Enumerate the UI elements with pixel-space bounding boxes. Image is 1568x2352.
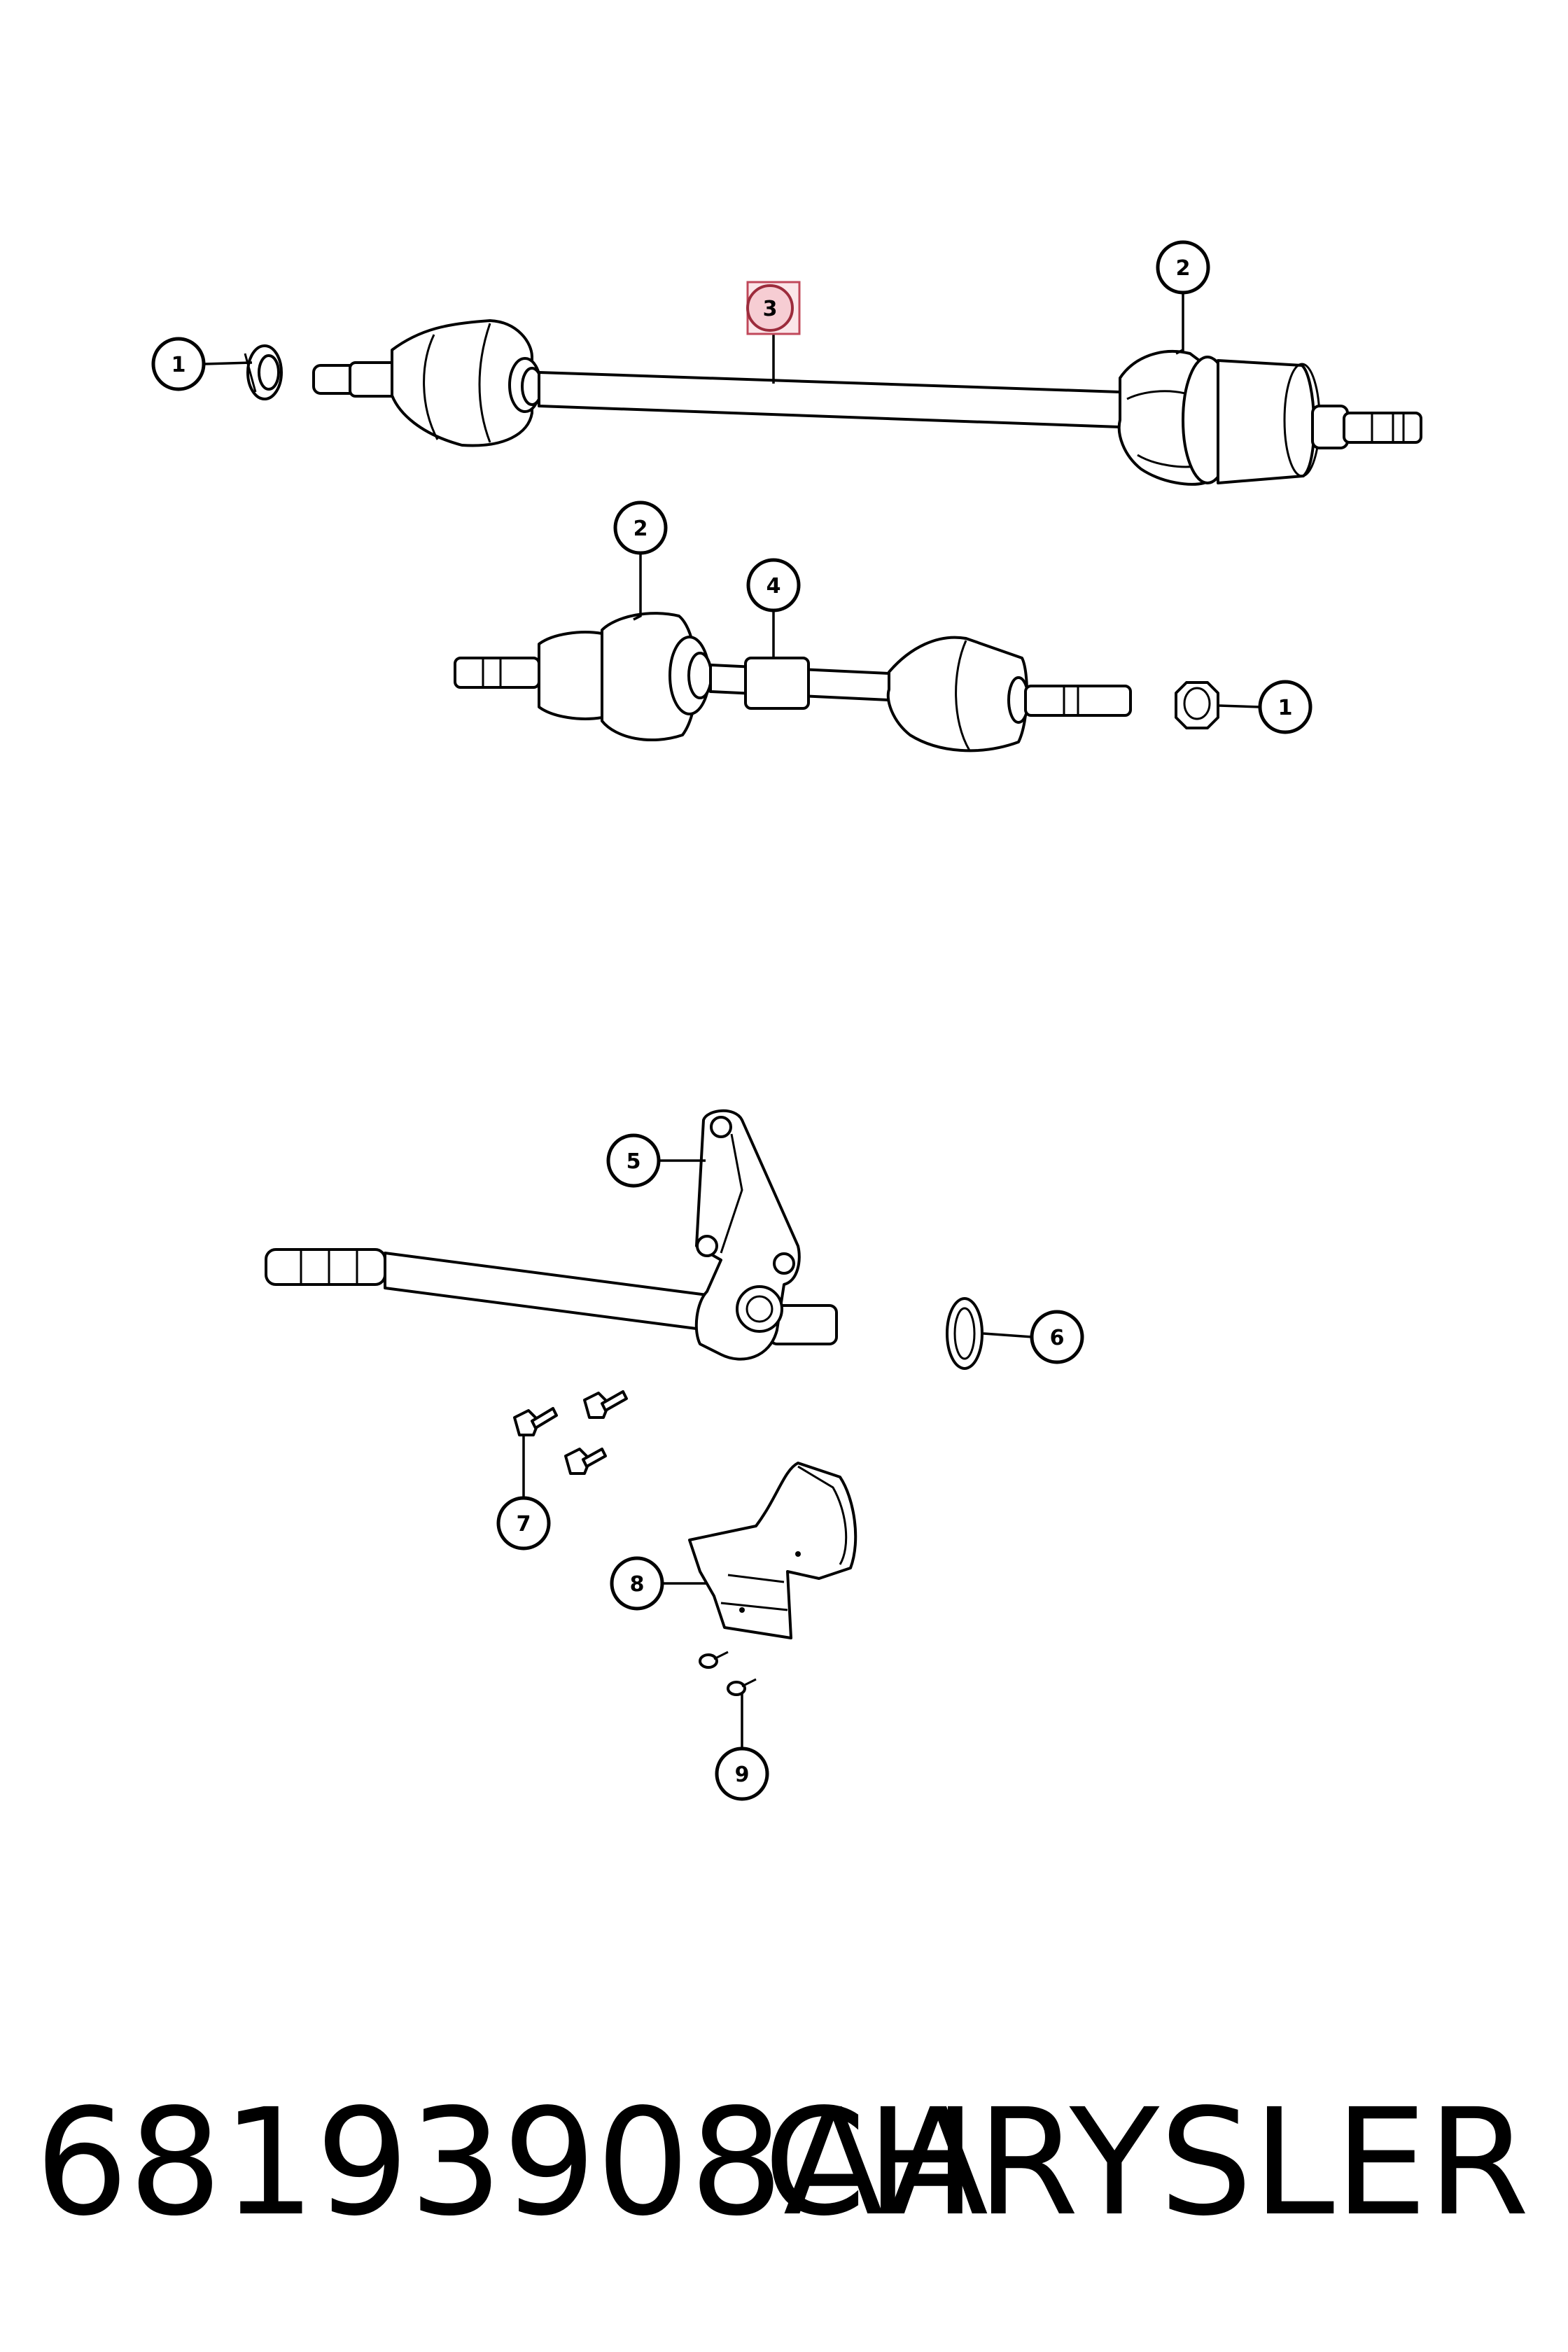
svg-text:6: 6 bbox=[1050, 1326, 1065, 1350]
callout-8[interactable]: 8 bbox=[610, 1556, 707, 1611]
svg-text:1: 1 bbox=[1278, 696, 1293, 720]
bracket-bolts[interactable] bbox=[513, 1390, 628, 1475]
svg-text:2: 2 bbox=[1176, 256, 1191, 281]
axle-shaft-assembly-upper[interactable] bbox=[312, 319, 1422, 486]
brand-name: CHRYSLER bbox=[763, 2077, 1530, 2248]
svg-text:2: 2 bbox=[634, 517, 648, 541]
callout-2-middle[interactable]: 2 bbox=[613, 500, 668, 621]
hub-nut-upper[interactable] bbox=[244, 344, 283, 400]
axle-shaft-assembly-middle[interactable] bbox=[454, 612, 1132, 752]
callout-4[interactable]: 4 bbox=[746, 558, 801, 658]
svg-text:1: 1 bbox=[172, 353, 186, 377]
shield-screws[interactable] bbox=[699, 1651, 757, 1696]
svg-text:7: 7 bbox=[517, 1512, 531, 1536]
callout-6[interactable]: 6 bbox=[983, 1310, 1084, 1364]
svg-text:3: 3 bbox=[763, 297, 778, 321]
heat-shield[interactable] bbox=[688, 1462, 858, 1639]
callout-2-upper[interactable]: 2 bbox=[1156, 240, 1210, 355]
svg-text:5: 5 bbox=[626, 1149, 641, 1174]
callout-3-highlighted[interactable]: 3 bbox=[746, 281, 801, 384]
callout-1-middle[interactable]: 1 bbox=[1219, 680, 1312, 734]
part-number: 68193908AA bbox=[35, 2077, 989, 2248]
shaft-seal[interactable] bbox=[946, 1297, 983, 1370]
callout-1-upper[interactable]: 1 bbox=[151, 337, 253, 391]
svg-text:9: 9 bbox=[735, 1763, 750, 1787]
hub-nut-middle[interactable] bbox=[1175, 681, 1219, 729]
svg-text:8: 8 bbox=[630, 1572, 645, 1597]
callout-5[interactable]: 5 bbox=[606, 1133, 706, 1188]
callout-7[interactable]: 7 bbox=[496, 1435, 551, 1550]
svg-text:4: 4 bbox=[766, 574, 781, 598]
bearing-bracket[interactable] bbox=[694, 1109, 801, 1361]
intermediate-shaft[interactable] bbox=[265, 1248, 838, 1345]
footer-caption: 68193908AA CHRYSLER bbox=[0, 2072, 1568, 2254]
callout-9[interactable]: 9 bbox=[715, 1694, 769, 1801]
